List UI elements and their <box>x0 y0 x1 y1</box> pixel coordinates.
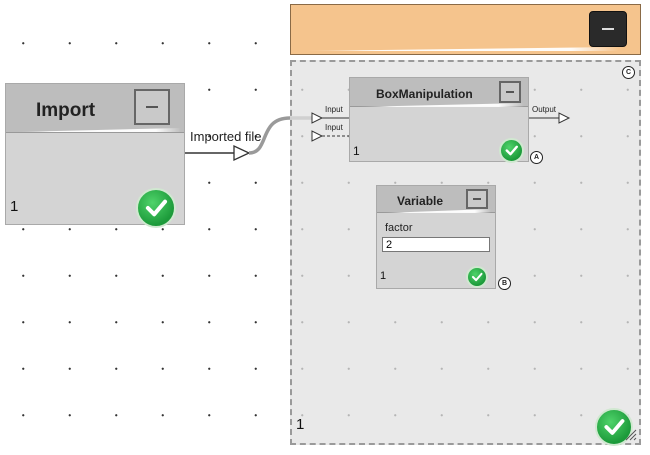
minimize-icon <box>145 106 159 108</box>
box-manipulation-count: 1 <box>353 144 360 158</box>
input-port-label: Input <box>325 105 343 114</box>
box-manipulation-node[interactable]: BoxManipulation 1 <box>349 77 529 163</box>
container-header[interactable] <box>290 4 641 55</box>
import-node[interactable]: Import 1 <box>5 83 185 228</box>
variable-status-check-icon <box>466 266 488 288</box>
container-count: 1 <box>296 416 305 433</box>
output-port-arrow-icon <box>558 112 571 124</box>
minimize-icon <box>602 28 614 30</box>
import-status-check-icon <box>136 188 176 228</box>
variable-title: Variable <box>397 194 444 208</box>
edge-label: Imported file <box>190 129 262 144</box>
container-minimize-button[interactable] <box>589 11 627 47</box>
output-port-label: Output <box>532 105 557 114</box>
variable-count: 1 <box>380 270 387 282</box>
container-badge: C <box>622 66 635 79</box>
resize-handle-icon[interactable] <box>625 429 637 441</box>
box-manipulation-sheen <box>356 103 524 107</box>
import-minimize-button[interactable] <box>134 89 170 125</box>
box-manipulation-title: BoxManipulation <box>376 87 473 101</box>
minimize-icon <box>473 198 481 200</box>
variable-node[interactable]: Variable factor 1 <box>376 185 496 289</box>
container-status-check-icon <box>595 408 633 446</box>
box-manipulation-minimize-button[interactable] <box>499 81 521 103</box>
edge-curve <box>248 116 312 155</box>
import-node-sheen <box>16 128 181 132</box>
input-port-label: Input <box>325 123 343 132</box>
edge-arrow-icon <box>233 144 251 162</box>
variable-sheen <box>383 209 491 213</box>
box-manipulation-badge: A <box>530 151 543 164</box>
import-node-title: Import <box>36 100 96 121</box>
input-port-arrow-icon <box>311 130 324 142</box>
box-manipulation-status-check-icon <box>499 138 524 163</box>
import-node-count: 1 <box>10 198 19 215</box>
minimize-icon <box>506 91 514 93</box>
variable-factor-input[interactable] <box>382 237 490 252</box>
variable-badge: B <box>498 277 511 290</box>
container-header-sheen <box>299 47 619 51</box>
variable-field-label: factor <box>385 222 413 234</box>
variable-minimize-button[interactable] <box>466 189 488 209</box>
input-port-arrow-icon <box>311 112 324 124</box>
